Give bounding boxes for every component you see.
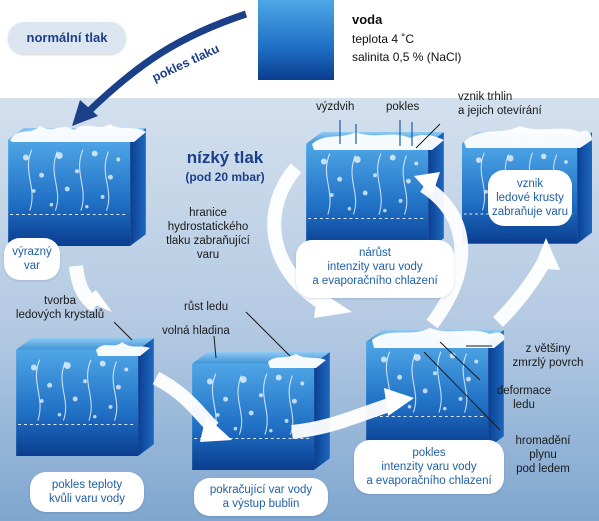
- hydrostatic-label: hranice hydrostatického tlaku zabraňujíc…: [150, 206, 266, 262]
- intensity-drop-line3: a evaporačního chlazení: [366, 475, 492, 487]
- hydrostatic-line3: tlaku zabraňující: [166, 235, 250, 247]
- cloud-continued-boiling: [194, 478, 328, 516]
- ice-crust-line1: vznik: [516, 178, 544, 190]
- ice-deformation-label: deformace ledu: [484, 384, 564, 412]
- uplift-arrows: [339, 120, 413, 146]
- crystals-label: tvorba ledových krystalů: [4, 294, 116, 322]
- gas-accumulation-label: hromadění plynu pod ledem: [500, 434, 586, 476]
- continued-line2: a výstup bublin: [222, 498, 300, 510]
- low-pressure-title: nízký tlak: [186, 148, 264, 167]
- ice-foam: [10, 124, 592, 368]
- cloud-intensity-rise: [296, 240, 454, 298]
- cloud-vigorous-boiling: [4, 238, 60, 280]
- uplift-label: výzdvih: [316, 101, 355, 113]
- cracks-line1: vznik trhlin: [458, 91, 513, 103]
- ice-crust-text: vznik ledové krusty zabraňuje varu: [488, 177, 572, 219]
- intensity-drop-text: pokles intenzity varu vody a evaporačníh…: [354, 446, 504, 488]
- cloud-ice-crust: [488, 170, 572, 226]
- vigorous-line1: výrazný: [12, 246, 52, 258]
- normal-pressure-pill: [8, 22, 126, 54]
- cloud-intensity-drop: [354, 440, 504, 494]
- hydrostatic-line1: hranice: [189, 207, 227, 219]
- free-surface-label: volná hladina: [162, 325, 230, 337]
- intensity-drop-line2: intenzity varu vody: [381, 461, 477, 473]
- hydrostatic-line4: varu: [196, 249, 220, 261]
- continued-line1: pokračující var vody: [209, 484, 313, 496]
- frozen-line2: zmrzlý povrch: [512, 357, 584, 369]
- gas-line3: pod ledem: [516, 463, 570, 475]
- gas-line2: plynu: [529, 449, 557, 461]
- ice-crust-line3: zabraňuje varu: [491, 206, 569, 218]
- deformation-line2: ledu: [513, 399, 535, 411]
- intensity-rise-text: nárůst intenzity varu vody a evaporačníh…: [296, 246, 454, 288]
- cracks-line2: a jejich otevírání: [458, 105, 542, 117]
- continued-boiling-text: pokračující var vody a výstup bublin: [194, 483, 328, 511]
- temp-drop-text: pokles teploty kvůli varu vody: [30, 478, 144, 506]
- cracks-label: vznik trhlin a jejich otevírání: [458, 90, 542, 118]
- cube-vigorous-boiling: [8, 128, 146, 246]
- vigorous-line2: var: [24, 260, 40, 272]
- intensity-rise-line3: a evaporačního chlazení: [312, 275, 438, 287]
- ice-growth-label: růst ledu: [184, 301, 229, 313]
- frozen-line1: z většiny: [525, 343, 571, 355]
- water-title: voda: [352, 12, 383, 27]
- intensity-rise-line1: nárůst: [359, 247, 391, 259]
- process-arrowheads: [84, 172, 560, 442]
- cloud-temp-drop: [30, 472, 144, 512]
- cube-continued-boiling: [192, 352, 330, 470]
- leader-lines: [113, 123, 501, 431]
- subsidence-label: pokles: [386, 101, 420, 113]
- ice-crust-line2: ledové krusty: [496, 192, 564, 204]
- intensity-drop-line1: pokles: [412, 447, 446, 459]
- frozen-surface-label: z většiny zmrzlý povrch: [500, 342, 596, 370]
- crystals-line2: ledových krystalů: [15, 309, 105, 321]
- vigorous-boiling-text: výrazný var: [4, 245, 60, 273]
- gas-line1: hromadění: [515, 435, 571, 447]
- pressure-drop-arrowhead: [72, 100, 98, 126]
- pressure-drop-arrow: [85, 10, 248, 115]
- temp-drop-line1: pokles teploty: [51, 479, 123, 491]
- low-pressure-subtitle: (pod 20 mbar): [185, 170, 265, 184]
- water-temperature: teplota 4 ˚C: [352, 32, 415, 46]
- deformation-line1: deformace: [496, 385, 552, 397]
- intensity-rise-line2: intenzity varu vody: [327, 261, 423, 273]
- hydrostatic-line2: hydrostatického: [167, 221, 249, 233]
- water-salinity: salinita 0,5 % (NaCl): [352, 50, 462, 64]
- crystals-line1: tvorba: [44, 295, 76, 307]
- temp-drop-line2: kvůli varu vody: [48, 493, 126, 505]
- normal-pressure-label: normální tlak: [26, 30, 108, 45]
- water-sample-box: [258, 0, 334, 80]
